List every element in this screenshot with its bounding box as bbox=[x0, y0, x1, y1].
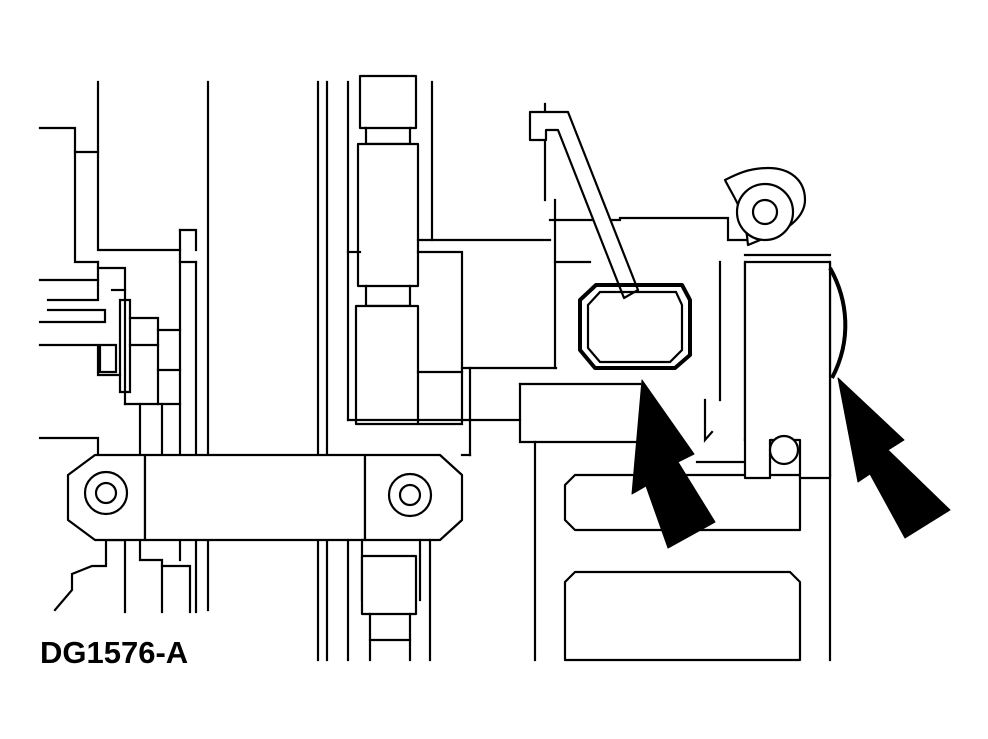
pivot-arm bbox=[725, 168, 805, 245]
curved-edge-seal bbox=[830, 268, 845, 378]
lower-window-opening bbox=[565, 572, 800, 660]
callout-arrows bbox=[632, 378, 950, 548]
linkage-bar bbox=[68, 420, 470, 660]
small-port-hole bbox=[770, 436, 798, 464]
figure-id-label: DG1576-A bbox=[40, 635, 189, 670]
shaft-cap-top bbox=[360, 76, 416, 128]
seal-gasket bbox=[580, 285, 690, 368]
left-eyelet-bore bbox=[96, 483, 116, 503]
left-lower-casting bbox=[55, 540, 196, 612]
right-block bbox=[745, 262, 845, 478]
diagonal-lever bbox=[530, 112, 638, 298]
arrow-right-callout bbox=[838, 378, 950, 538]
arrow-left-callout bbox=[632, 380, 715, 548]
shaft-segment-lower bbox=[356, 306, 418, 424]
pivot-eyelet-bore bbox=[753, 200, 777, 224]
shaft-segment-upper bbox=[358, 144, 418, 286]
lower-shaft bbox=[362, 540, 430, 660]
center-shaft-stack bbox=[348, 76, 556, 424]
center-rails bbox=[318, 82, 327, 660]
right-eyelet-bore bbox=[400, 485, 420, 505]
left-housing bbox=[40, 82, 208, 610]
